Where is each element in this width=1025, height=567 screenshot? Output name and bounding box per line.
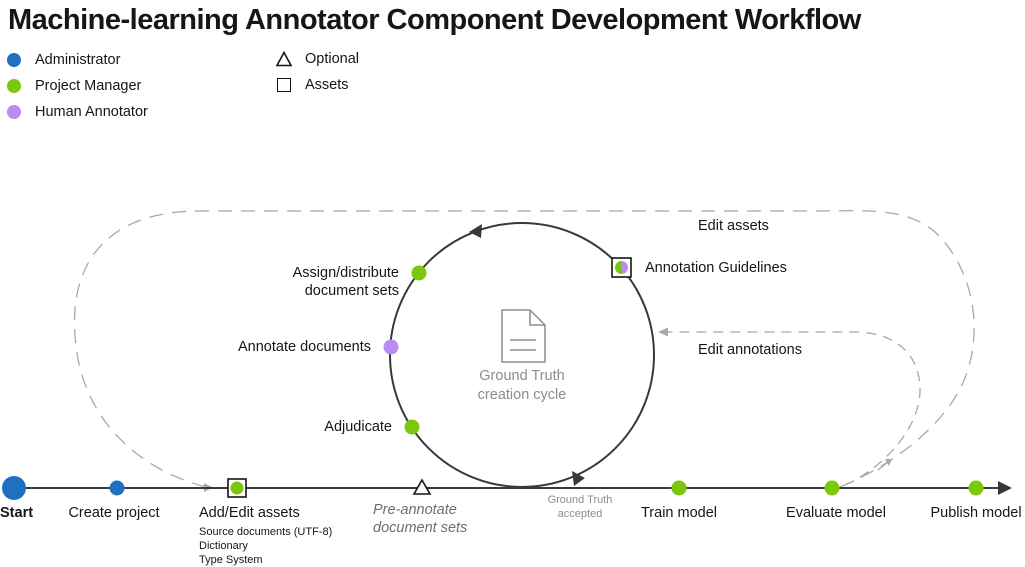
add-edit-assets-node: [230, 481, 244, 495]
train-model-label: Train model: [640, 505, 718, 521]
asset-item: Source documents (UTF-8): [199, 526, 333, 538]
edit-annotations-arrowhead: [658, 327, 668, 337]
adjudicate-node: [404, 419, 420, 435]
edit-assets-loop: [73, 209, 975, 488]
create-project-node: [109, 480, 125, 496]
guidelines-node-manager-half: [615, 261, 622, 274]
cycle-arrowhead-top: [469, 224, 482, 238]
assign-label: Assign/distribute document sets: [292, 265, 399, 299]
assign-node: [411, 265, 427, 281]
legend-label: Human Annotator: [35, 104, 148, 120]
pre-annotate-label: Pre-annotate document sets: [373, 502, 468, 536]
asset-item: Type System: [199, 554, 263, 566]
legend-label: Optional: [305, 51, 360, 67]
start-node: [2, 476, 26, 500]
evaluate-model-node: [824, 480, 840, 496]
legend-label: Assets: [305, 77, 349, 93]
cycle-center-label: Ground Truth creation cycle: [477, 368, 567, 403]
cycle-arrowhead-bottom: [572, 471, 585, 486]
triangle-icon: [276, 51, 292, 67]
asset-item: Dictionary: [199, 540, 248, 552]
annotate-label: Annotate documents: [237, 339, 371, 355]
pre-annotate-optional-node: [412, 478, 432, 495]
project-manager-dot-icon: [7, 79, 21, 93]
start-label: Start: [0, 505, 34, 521]
edit-annotations-loop: [668, 331, 921, 486]
ground-truth-accepted-label: Ground Truth accepted: [547, 494, 613, 520]
edit-annotations-label: Edit annotations: [698, 342, 802, 358]
legend-item-human-annotator: Human Annotator: [6, 102, 148, 122]
timeline-arrowhead: [998, 481, 1012, 495]
document-icon: [501, 309, 546, 363]
human-annotator-dot-icon: [7, 105, 21, 119]
legend-item-assets: Assets: [276, 75, 349, 95]
legend-item-administrator: Administrator: [6, 50, 120, 70]
publish-model-label: Publish model: [930, 505, 1022, 521]
legend-label: Administrator: [35, 52, 121, 68]
create-project-label: Create project: [68, 505, 160, 521]
guidelines-label: Annotation Guidelines: [645, 260, 787, 276]
annotate-node: [383, 339, 399, 355]
evaluate-model-label: Evaluate model: [786, 505, 886, 521]
add-edit-assets-label: Add/Edit assets: [199, 505, 300, 521]
legend-item-optional: Optional: [276, 49, 359, 69]
administrator-dot-icon: [7, 53, 21, 67]
publish-model-node: [968, 480, 984, 496]
adjudicate-label: Adjudicate: [324, 419, 392, 435]
assets-list: Source documents (UTF-8) Dictionary Type…: [199, 525, 332, 567]
edit-annotations-up-arrowhead: [885, 459, 892, 466]
page-title: Machine-learning Annotator Component Dev…: [8, 4, 861, 36]
square-icon: [277, 78, 291, 92]
legend-item-project-manager: Project Manager: [6, 76, 141, 96]
edit-annotations-up-arrow: [877, 461, 889, 471]
guidelines-node-annotator-half: [621, 261, 628, 274]
edit-assets-label: Edit assets: [698, 218, 769, 234]
legend-label: Project Manager: [35, 78, 142, 94]
train-model-node: [671, 480, 687, 496]
